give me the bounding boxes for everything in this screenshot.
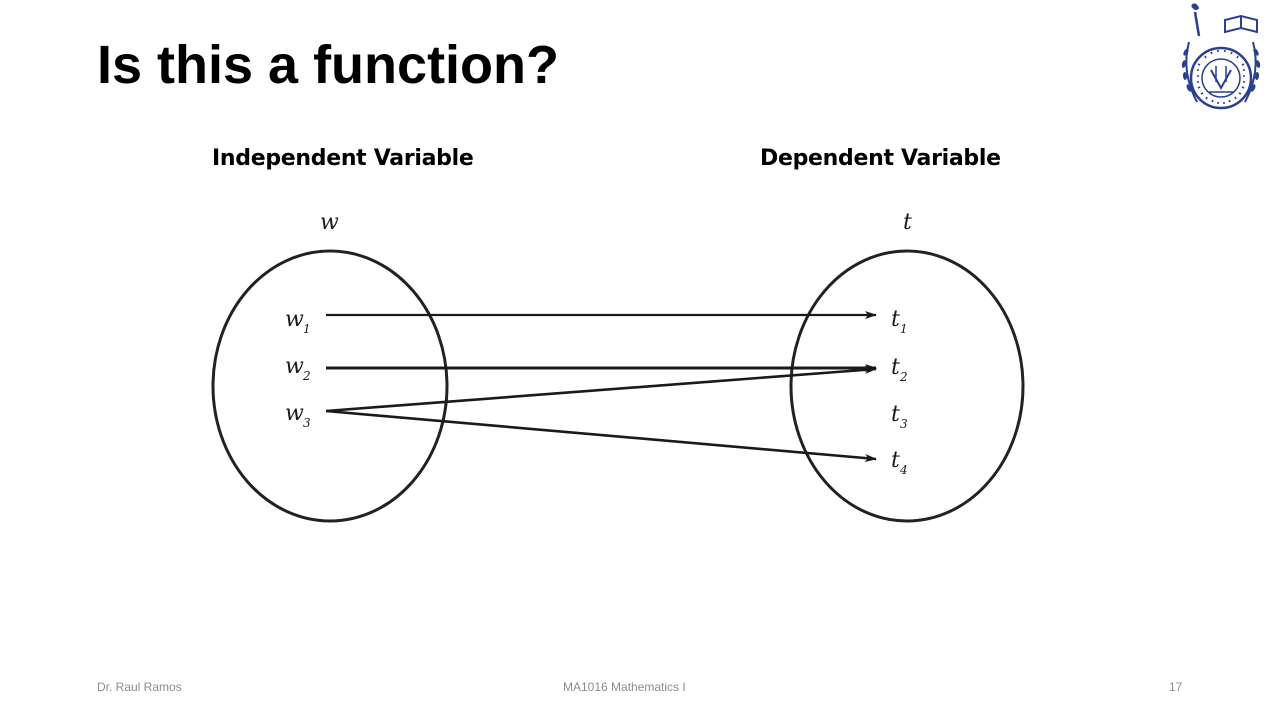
arrow-w3-to-t4 (325, 409, 877, 463)
footer-author: Dr. Raul Ramos (97, 680, 182, 694)
svg-text:t: t (891, 355, 900, 380)
svg-text:t: t (891, 402, 900, 427)
svg-text:2: 2 (899, 370, 908, 384)
svg-text:4: 4 (899, 463, 908, 477)
domain-set-oval (211, 249, 449, 523)
svg-text:t: t (891, 307, 900, 332)
svg-text:1: 1 (900, 322, 908, 336)
footer-course: MA1016 Mathematics I (563, 680, 686, 694)
svg-text:w: w (285, 307, 304, 332)
codomain-element-t3: t 3 (891, 402, 908, 431)
slide-title: Is this a function? (97, 35, 560, 95)
arrow-w3-to-t2 (325, 365, 877, 413)
codomain-element-t4: t 4 (891, 448, 908, 477)
codomain-set-oval (789, 249, 1025, 523)
footer-page-number: 17 (1169, 680, 1183, 694)
domain-element-w1: w 1 (285, 307, 311, 336)
independent-variable-heading: Independent Variable (212, 146, 474, 171)
codomain-element-t2: t 2 (891, 355, 908, 384)
svg-text:3: 3 (303, 416, 311, 430)
domain-element-w2: w 2 (285, 354, 311, 383)
institution-seal-icon (1181, 3, 1261, 110)
domain-set-label: w (320, 210, 339, 235)
svg-text:2: 2 (302, 369, 311, 383)
codomain-element-t1: t 1 (891, 307, 908, 336)
svg-text:w: w (285, 354, 304, 379)
domain-element-w3: w 3 (285, 401, 311, 430)
svg-text:1: 1 (303, 322, 311, 336)
svg-text:t: t (891, 448, 900, 473)
svg-text:w: w (285, 401, 304, 426)
dependent-variable-heading: Dependent Variable (760, 146, 1001, 171)
codomain-set-label: t (903, 210, 912, 235)
svg-text:3: 3 (900, 417, 908, 431)
